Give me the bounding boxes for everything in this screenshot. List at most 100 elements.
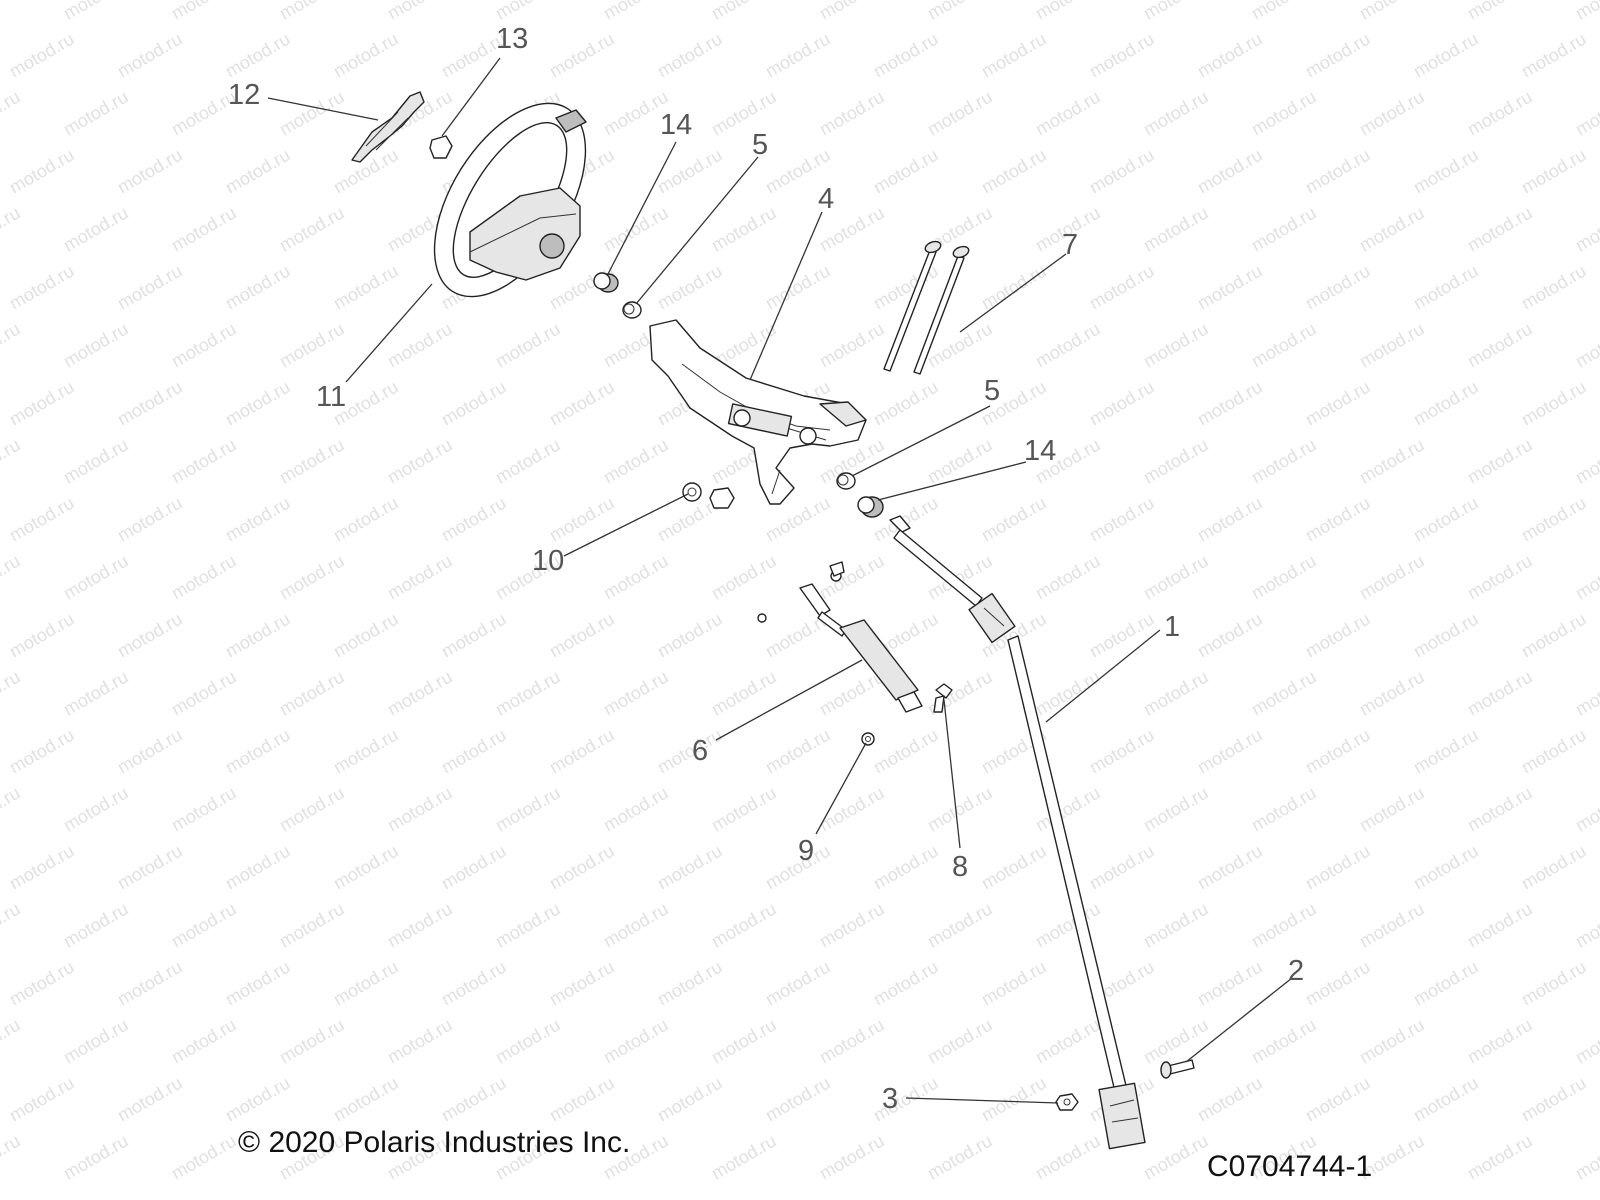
leader-10 xyxy=(563,493,689,557)
watermark-text: motod.ru xyxy=(816,1015,888,1068)
watermark-text: motod.ru xyxy=(168,0,240,23)
part-5-bushing-upper xyxy=(622,301,642,319)
watermark-text: motod.ru xyxy=(978,261,1050,314)
watermark-text: motod.ru xyxy=(600,551,672,604)
watermark-text: motod.ru xyxy=(1356,899,1428,952)
watermark-text: motod.ru xyxy=(1518,493,1590,546)
watermark-text: motod.ru xyxy=(168,1015,240,1068)
watermark-text: motod.ru xyxy=(1356,783,1428,836)
callout-2: 2 xyxy=(1288,955,1304,987)
watermark-text: motod.ru xyxy=(1518,145,1590,198)
watermark-text: motod.ru xyxy=(1032,1015,1104,1068)
watermark-text: motod.ru xyxy=(870,377,942,430)
watermark-text: motod.ru xyxy=(222,145,294,198)
leader-11 xyxy=(345,283,433,383)
watermark-text: motod.ru xyxy=(0,667,24,720)
watermark-text: motod.ru xyxy=(0,203,24,256)
watermark-text: motod.ru xyxy=(492,0,564,23)
watermark-text: motod.ru xyxy=(1302,609,1374,662)
watermark-text: motod.ru xyxy=(1248,667,1320,720)
watermark-text: motod.ru xyxy=(1248,203,1320,256)
watermark-text: motod.ru xyxy=(114,493,186,546)
watermark-text: motod.ru xyxy=(1518,609,1590,662)
watermark-text: motod.ru xyxy=(654,1073,726,1126)
watermark-text: motod.ru xyxy=(1518,377,1590,430)
leader-9 xyxy=(815,742,867,835)
watermark-text: motod.ru xyxy=(330,493,402,546)
watermark-text: motod.ru xyxy=(546,841,618,894)
watermark-text: motod.ru xyxy=(924,0,996,23)
callout-14a: 14 xyxy=(660,109,692,141)
watermark-text: motod.ru xyxy=(384,551,456,604)
watermark-text: motod.ru xyxy=(1194,725,1266,778)
watermark-text: motod.ru xyxy=(1356,435,1428,488)
part-1-steering-shaft xyxy=(889,515,1146,1150)
watermark-text: motod.ru xyxy=(1464,783,1536,836)
watermark-text: motod.ru xyxy=(1464,0,1536,23)
watermark-text: motod.ru xyxy=(438,1073,510,1126)
watermark-text: motod.ru xyxy=(1302,261,1374,314)
watermark-text: motod.ru xyxy=(492,899,564,952)
watermark-text: motod.ru xyxy=(1302,493,1374,546)
watermark-text: motod.ru xyxy=(168,1131,240,1184)
watermark-text: motod.ru xyxy=(546,29,618,82)
watermark-text: motod.ru xyxy=(60,0,132,23)
watermark-text: motod.ru xyxy=(1464,203,1536,256)
watermark-text: motod.ru xyxy=(1194,29,1266,82)
leader-5b xyxy=(851,405,991,477)
watermark-text: motod.ru xyxy=(1356,667,1428,720)
watermark-text: motod.ru xyxy=(1086,377,1158,430)
watermark-text: motod.ru xyxy=(600,0,672,23)
watermark-text: motod.ru xyxy=(816,1131,888,1184)
leader-6 xyxy=(715,659,863,741)
part-6-mount-nut xyxy=(757,613,767,623)
watermark-text: motod.ru xyxy=(1302,145,1374,198)
watermark-text: motod.ru xyxy=(6,725,78,778)
watermark-text: motod.ru xyxy=(978,1073,1050,1126)
watermark-text: motod.ru xyxy=(384,1015,456,1068)
part-8-bolt xyxy=(933,683,953,713)
watermark-text: motod.ru xyxy=(924,1015,996,1068)
watermark-text: motod.ru xyxy=(114,377,186,430)
watermark-text: motod.ru xyxy=(1572,203,1600,256)
watermark-text: motod.ru xyxy=(816,551,888,604)
watermark-text: motod.ru xyxy=(924,87,996,140)
watermark-text: motod.ru xyxy=(1518,29,1590,82)
watermark-text: motod.ru xyxy=(978,493,1050,546)
watermark-text: motod.ru xyxy=(60,203,132,256)
watermark-text: motod.ru xyxy=(654,29,726,82)
watermark-text: motod.ru xyxy=(276,435,348,488)
watermark-text: motod.ru xyxy=(276,1015,348,1068)
watermark-text: motod.ru xyxy=(1572,667,1600,720)
watermark-text: motod.ru xyxy=(654,725,726,778)
callout-7: 7 xyxy=(1062,229,1078,261)
watermark-text: motod.ru xyxy=(384,783,456,836)
watermark-text: motod.ru xyxy=(168,667,240,720)
watermark-text: motod.ru xyxy=(0,1131,24,1184)
watermark-text: motod.ru xyxy=(114,29,186,82)
watermark-text: motod.ru xyxy=(1194,957,1266,1010)
leader-5a xyxy=(635,156,759,305)
watermark-text: motod.ru xyxy=(6,957,78,1010)
watermark-text: motod.ru xyxy=(654,957,726,1010)
watermark-text: motod.ru xyxy=(438,957,510,1010)
watermark-text: motod.ru xyxy=(222,1073,294,1126)
watermark-text: motod.ru xyxy=(1302,725,1374,778)
watermark-text: motod.ru xyxy=(1464,319,1536,372)
watermark-text: motod.ru xyxy=(1572,87,1600,140)
watermark-text: motod.ru xyxy=(1086,261,1158,314)
watermark-text: motod.ru xyxy=(222,725,294,778)
watermark-text: motod.ru xyxy=(276,783,348,836)
part-9-nut xyxy=(861,732,875,746)
part-14-bushing-lower xyxy=(857,496,884,518)
watermark-text: motod.ru xyxy=(1140,899,1212,952)
watermark-text: motod.ru xyxy=(1248,899,1320,952)
watermark-text: motod.ru xyxy=(1410,377,1482,430)
watermark-text: motod.ru xyxy=(492,1015,564,1068)
watermark-text: motod.ru xyxy=(168,203,240,256)
watermark-text: motod.ru xyxy=(1140,667,1212,720)
watermark-text: motod.ru xyxy=(1140,0,1212,23)
watermark-text: motod.ru xyxy=(222,29,294,82)
watermark-text: motod.ru xyxy=(546,957,618,1010)
watermark-text: motod.ru xyxy=(330,261,402,314)
